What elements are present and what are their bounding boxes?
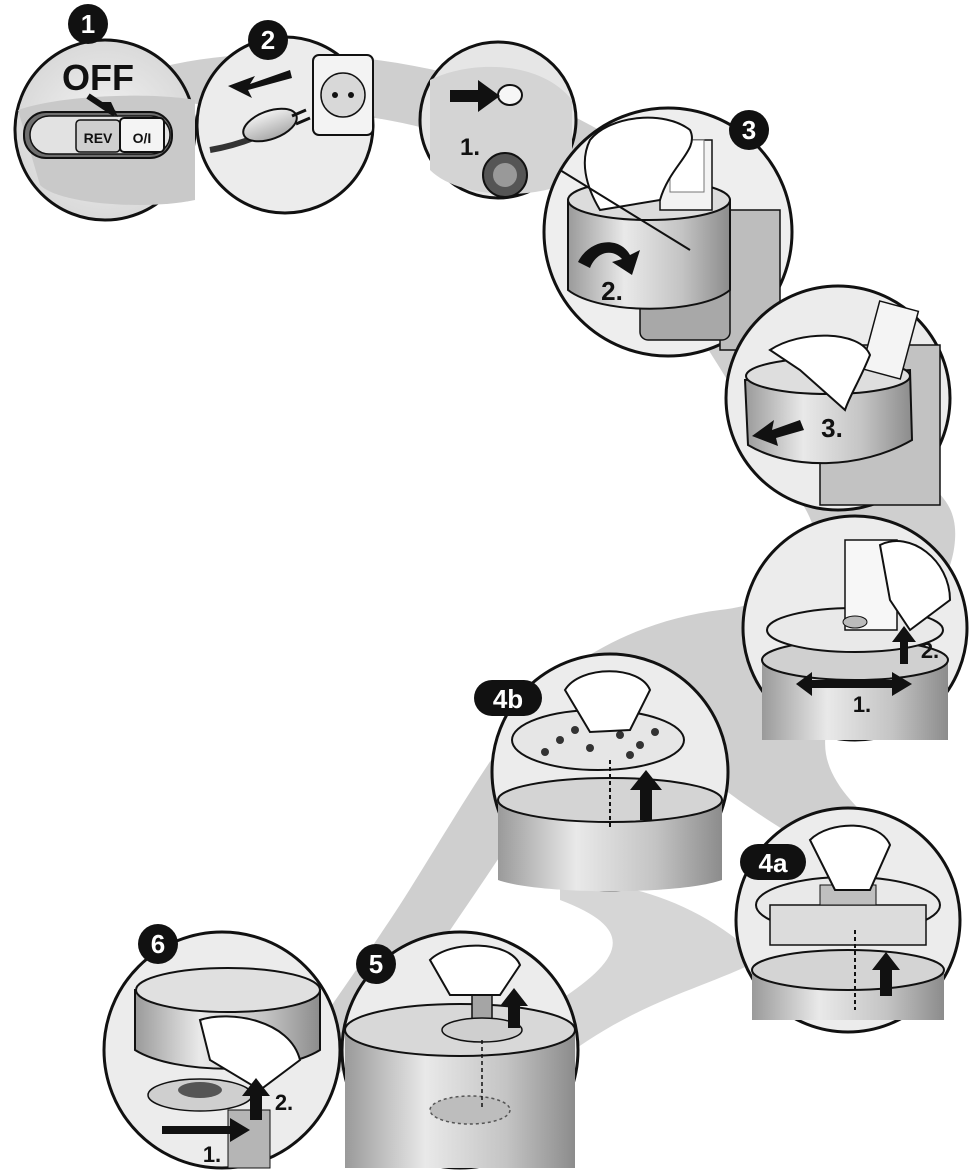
step-6-sub1: 1. bbox=[203, 1142, 221, 1167]
badge-1-text: 1 bbox=[81, 9, 95, 39]
step-5-remove-shaft: 5 bbox=[342, 932, 578, 1168]
badge-4a: 4a bbox=[740, 844, 806, 880]
step-2-unplug: 2 bbox=[197, 20, 373, 213]
rev-button[interactable]: REV bbox=[76, 120, 120, 152]
power-button[interactable]: O/I bbox=[120, 118, 164, 152]
wall-socket bbox=[313, 55, 373, 135]
badge-3: 3 bbox=[729, 110, 769, 150]
badge-2: 2 bbox=[248, 20, 288, 60]
off-label: OFF bbox=[62, 57, 134, 98]
power-label: O/I bbox=[133, 130, 152, 146]
release-button bbox=[498, 85, 522, 105]
step-lift-sub1: 1. bbox=[853, 692, 871, 717]
badge-4b-text: 4b bbox=[493, 684, 523, 714]
badge-4b: 4b bbox=[474, 680, 542, 716]
rev-label: REV bbox=[84, 130, 113, 146]
bearing bbox=[430, 1096, 510, 1124]
step-3-sub3: 3. bbox=[821, 413, 843, 443]
step-6-separate-bowl: 1. 2. 6 bbox=[104, 924, 340, 1168]
step-6-sub2: 2. bbox=[275, 1090, 293, 1115]
badge-6-text: 6 bbox=[151, 929, 165, 959]
step-3-release-button: 1. bbox=[420, 42, 576, 198]
badge-5-text: 5 bbox=[369, 949, 383, 979]
badge-4a-text: 4a bbox=[759, 848, 788, 878]
step-4b-remove-disc: 4b bbox=[474, 654, 728, 891]
badge-1: 1 bbox=[68, 4, 108, 44]
step-lift-lid: 1. 2. bbox=[743, 516, 967, 740]
badge-3-text: 3 bbox=[742, 115, 756, 145]
step-3-remove-bowl: 3. bbox=[726, 286, 950, 510]
step-lift-sub2: 2. bbox=[921, 638, 939, 663]
badge-6: 6 bbox=[138, 924, 178, 964]
badge-2-text: 2 bbox=[261, 25, 275, 55]
step-3-sub1: 1. bbox=[460, 134, 480, 161]
step-1-switch-off: REV O/I OFF 1 bbox=[15, 4, 195, 220]
badge-5: 5 bbox=[356, 944, 396, 984]
step-4a-remove-insert: 4a bbox=[736, 808, 960, 1032]
drive-coupling bbox=[483, 153, 527, 197]
step-3-rotate-bowl: 2. 3 bbox=[544, 108, 792, 356]
step-3-sub2: 2. bbox=[601, 276, 623, 306]
